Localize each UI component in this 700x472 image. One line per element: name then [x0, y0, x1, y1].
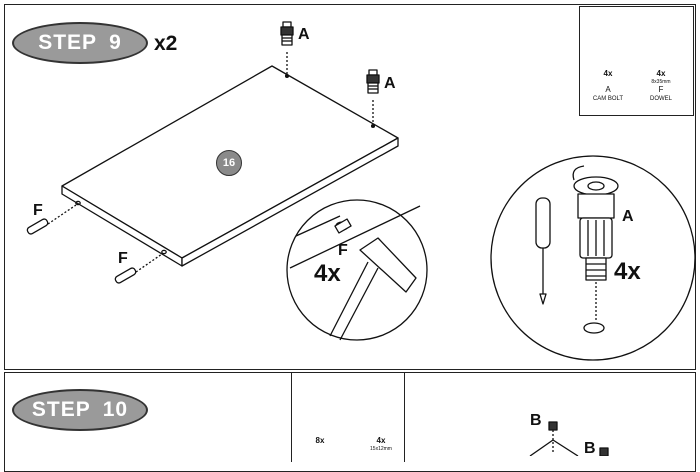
- step-10-number: 10: [102, 398, 129, 421]
- label-f-left: F: [33, 202, 43, 219]
- cam-bolt-qty: 4x: [603, 69, 613, 78]
- qty-detail: 4x: [614, 258, 641, 285]
- step-9-parts-box: [579, 6, 694, 116]
- step10-bolt-1: [548, 421, 558, 452]
- assembly-illustration: [26, 21, 696, 456]
- step-9-number: 9: [109, 31, 122, 54]
- label-b-1: B: [530, 412, 542, 429]
- dowel-name: DOWEL: [649, 96, 672, 102]
- step-10-badge: STEP 10: [12, 389, 148, 431]
- cam-lock-qty: 4x: [376, 436, 386, 445]
- cam-bolt-name: CAM BOLT: [592, 96, 624, 102]
- panel-number: 16: [222, 157, 236, 169]
- dowel-left: [26, 218, 49, 235]
- cam-bolt-top-2: [366, 69, 380, 94]
- cam-bolt-detail: [572, 165, 619, 334]
- bolt-qty: 8x: [315, 436, 325, 445]
- label-f-bottom: F: [118, 250, 128, 267]
- panel-side-face: [181, 137, 399, 267]
- dowel-qty: 4x: [656, 69, 666, 78]
- hammer-detail: [289, 205, 421, 341]
- step-9-badge: STEP 9: [12, 22, 148, 64]
- dowel-letter: F: [658, 85, 664, 94]
- cam-lock-size: 15x12mm: [370, 446, 392, 452]
- label-b-2: B: [584, 440, 596, 457]
- screwdriver: [535, 197, 551, 305]
- step10-bolt-2: [599, 447, 609, 456]
- label-a-top-1: A: [298, 26, 310, 43]
- qty-hammer: 4x: [314, 260, 341, 287]
- step-9-frame: [4, 4, 696, 370]
- label-a-top-2: A: [384, 75, 396, 92]
- hammer-detail-circle: [286, 199, 428, 341]
- dowel-bottom: [114, 267, 137, 284]
- panel-number-badge: 16: [216, 150, 242, 176]
- label-a-detail: A: [622, 208, 634, 225]
- step-9-label: STEP: [38, 31, 98, 54]
- step-9-multiplier: x2: [154, 32, 178, 55]
- dowel-size: 8x35mm: [651, 79, 671, 85]
- step-10-label: STEP: [31, 398, 91, 421]
- step-10-parts-box: [291, 372, 405, 462]
- label-f-hammer: F: [338, 242, 348, 259]
- cam-bolt-top-1: [280, 21, 294, 46]
- cam-bolt-letter: A: [605, 85, 611, 94]
